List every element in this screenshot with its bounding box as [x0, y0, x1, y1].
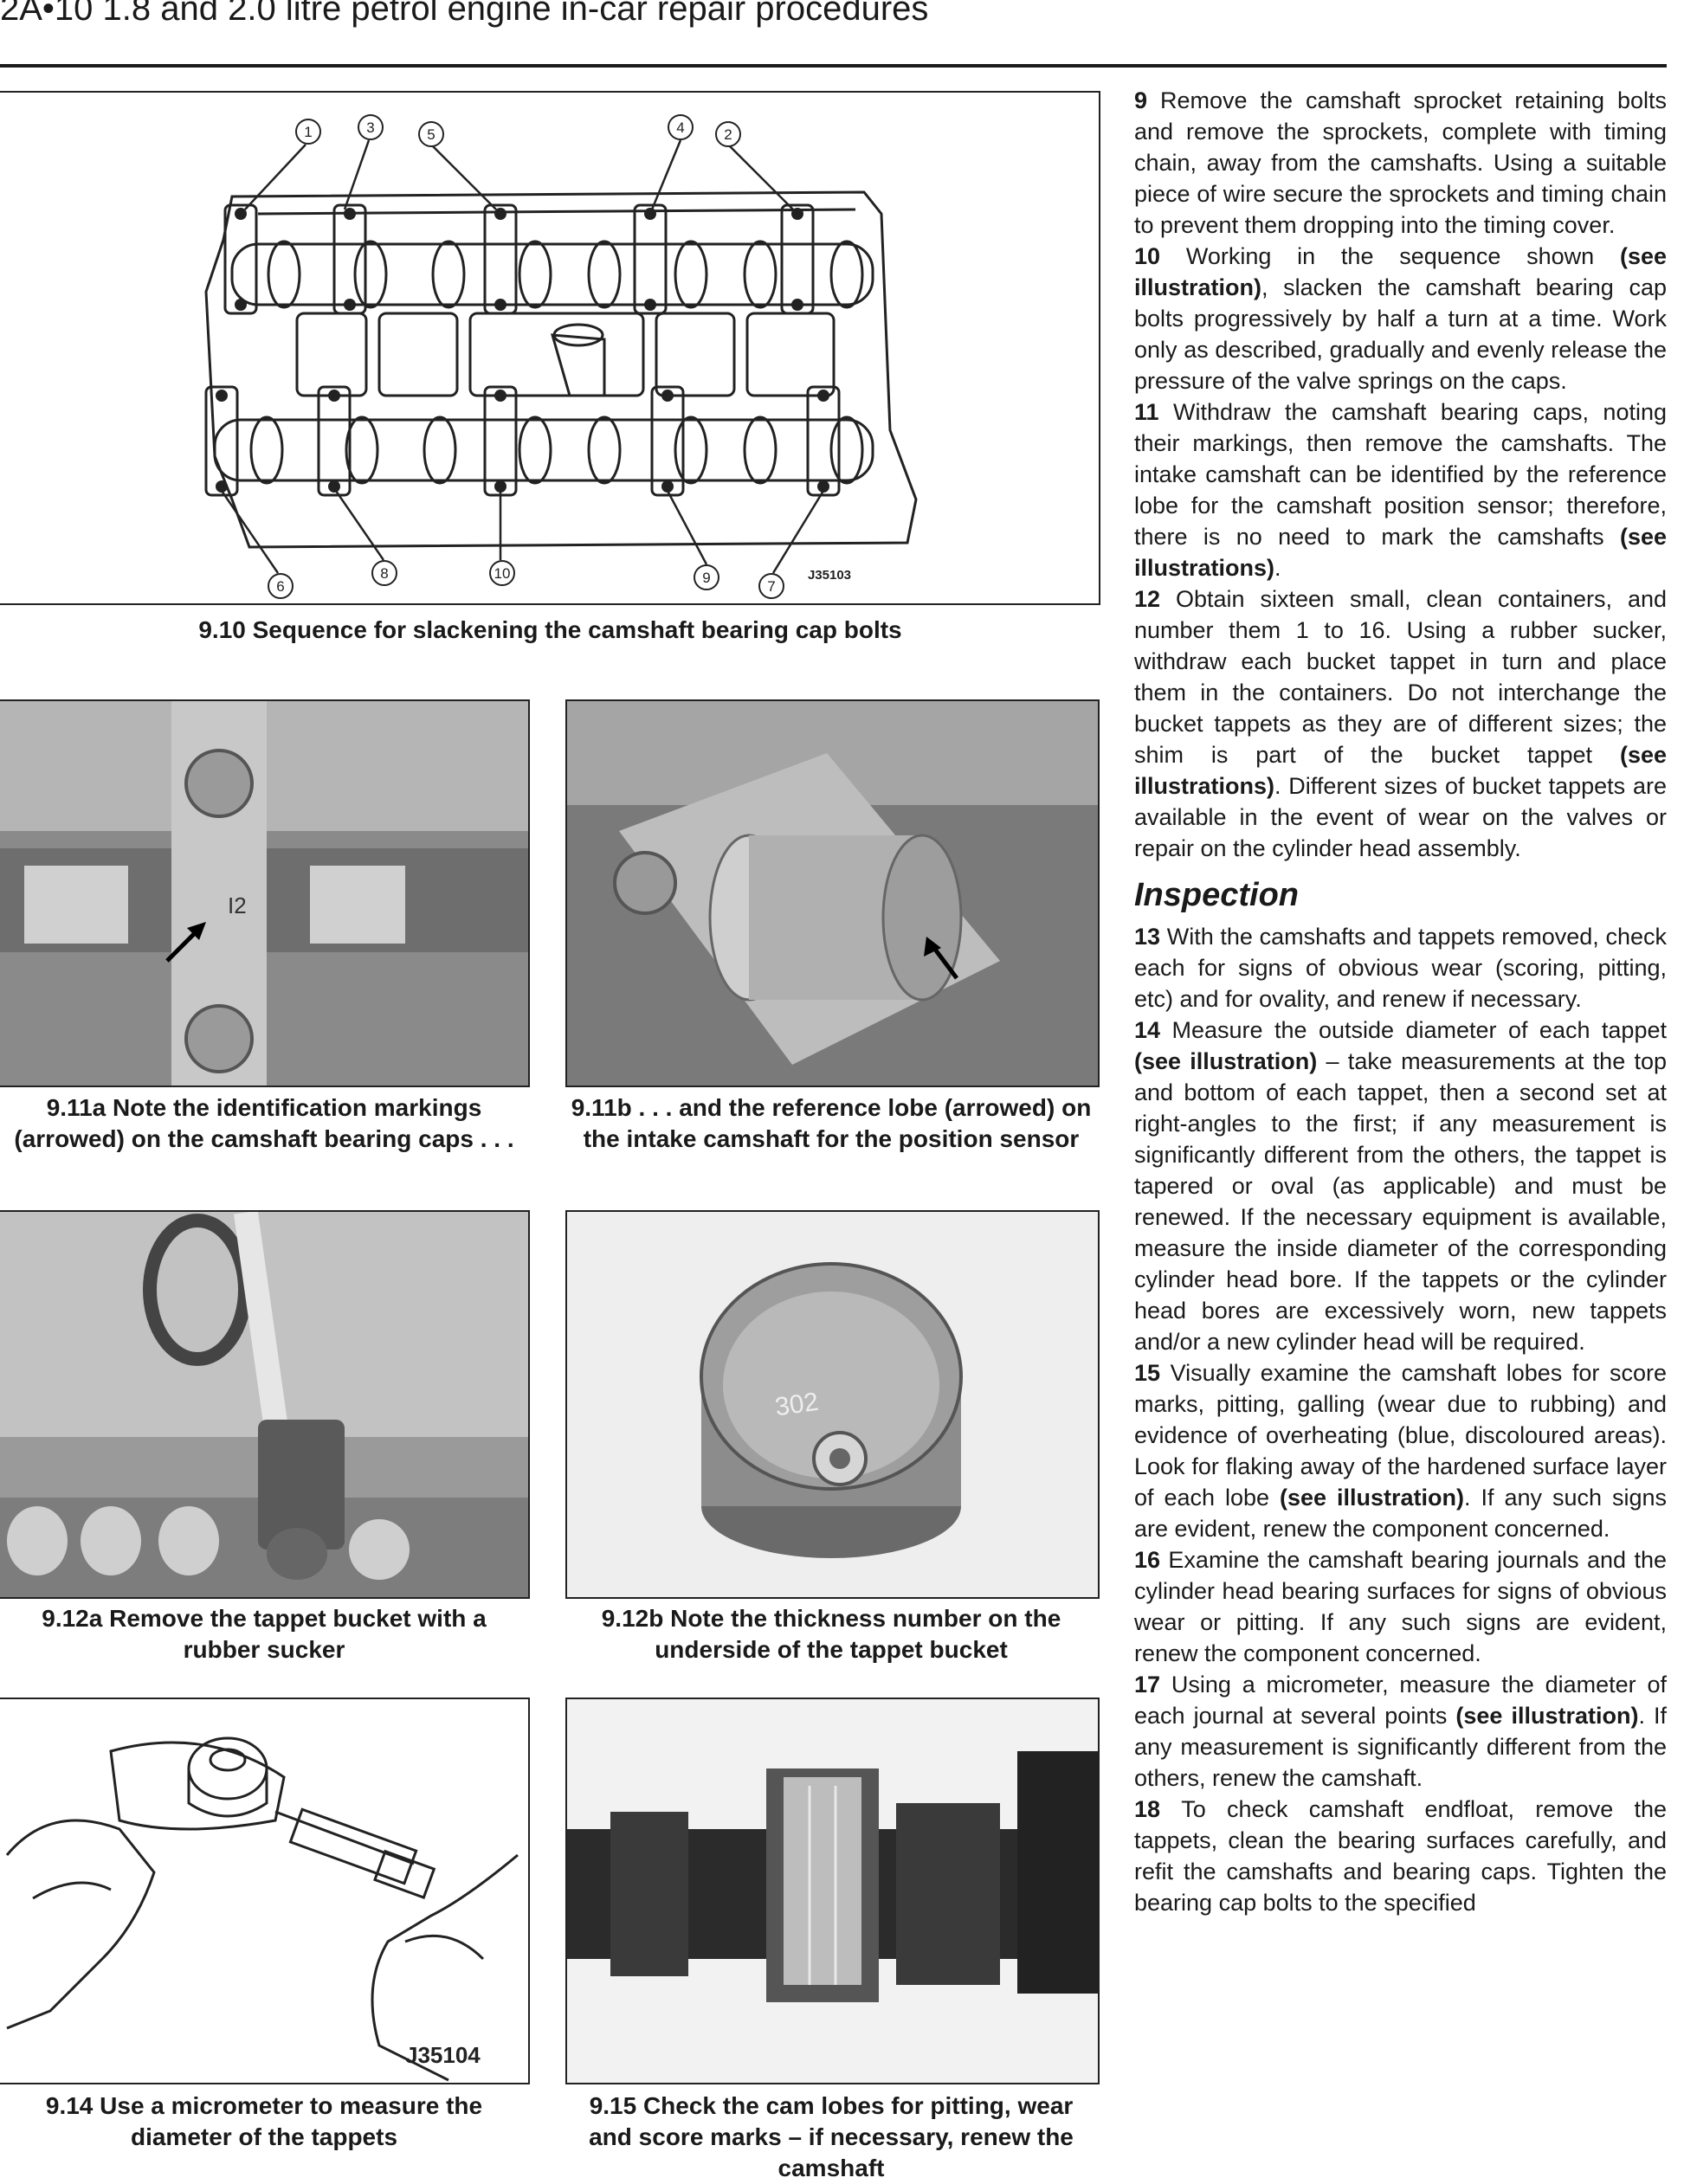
marking-i2: I2: [228, 892, 247, 918]
see-illustrations-ref: (see illustrations): [1134, 742, 1667, 799]
step-number-15: 15: [1134, 1360, 1161, 1386]
callout-5: 5: [427, 126, 435, 143]
figure-code-j35104: J35104: [405, 2042, 481, 2068]
see-illustrations-ref: (see illustrations): [1134, 524, 1667, 581]
figure-9-15-photo: [565, 1698, 1100, 2084]
step-text-15a: Visually examine the camshaft lobes for …: [1134, 1360, 1667, 1511]
callout-7: 7: [767, 578, 775, 595]
step-number-16: 16: [1134, 1547, 1161, 1573]
step-text-9: Remove the camshaft sprocket retaining b…: [1134, 87, 1667, 238]
step-number-12: 12: [1134, 586, 1161, 612]
page-header: 2A•10 1.8 and 2.0 litre petrol engine in…: [0, 0, 1667, 68]
see-illustration-ref: (see illustration): [1280, 1485, 1465, 1511]
step-text-17a: Using a micrometer, measure the diameter…: [1134, 1672, 1667, 1729]
paragraph-16: 16 Examine the camshaft bearing journals…: [1134, 1544, 1667, 1669]
procedure-text-column: 9 Remove the camshaft sprocket retaining…: [1134, 85, 1667, 1918]
step-text-17c: . If any measurement is significantly di…: [1134, 1703, 1667, 1791]
camshaft-bearing-cap-diagram: 1 3 5 4 2 6 8 10 9 7 J35103: [204, 114, 918, 599]
figure-9-10-diagram: 1 3 5 4 2 6 8 10 9 7 J35103: [0, 91, 1100, 605]
caption-9-10: 9.10 Sequence for slackening the camshaf…: [198, 616, 902, 643]
micrometer-diagram: J35104: [5, 1736, 519, 2082]
callout-10: 10: [494, 565, 511, 582]
callout-3: 3: [366, 119, 374, 136]
paragraph-11: 11 Withdraw the camshaft bearing caps, n…: [1134, 396, 1667, 583]
caption-9-14: 9.14 Use a micrometer to measure the dia…: [45, 2092, 483, 2150]
paragraph-14: 14 Measure the outside diameter of each …: [1134, 1015, 1667, 1357]
see-illustration-ref: (see illustration): [1134, 243, 1667, 300]
step-text-12c: . Different sizes of bucket tappets are …: [1134, 773, 1667, 861]
step-text-14a: Measure the outside diameter of each tap…: [1171, 1017, 1668, 1043]
paragraph-13: 13 With the camshafts and tappets remove…: [1134, 921, 1667, 1015]
step-text-11c: .: [1274, 555, 1281, 581]
callout-4: 4: [676, 119, 684, 136]
step-text-11a: Withdraw the camshaft bearing caps, noti…: [1134, 399, 1667, 550]
see-illustration-ref: (see illustration): [1134, 1048, 1318, 1074]
paragraph-17: 17 Using a micrometer, measure the diame…: [1134, 1669, 1667, 1794]
callout-2: 2: [724, 126, 732, 143]
step-number-18: 18: [1134, 1796, 1161, 1822]
step-number-11: 11: [1134, 399, 1159, 425]
paragraph-10: 10 Working in the sequence shown (see il…: [1134, 241, 1667, 396]
section-heading-inspection: Inspection: [1134, 877, 1300, 913]
callout-1: 1: [304, 124, 312, 140]
see-illustration-ref: (see illustration): [1455, 1703, 1639, 1729]
step-text-16: Examine the camshaft bearing journals an…: [1134, 1547, 1667, 1666]
figure-code-j35103: J35103: [808, 568, 851, 583]
caption-9-15: 9.15 Check the cam lobes for pitting, we…: [589, 2092, 1074, 2181]
thickness-number: 302: [773, 1388, 820, 1422]
callout-6: 6: [276, 578, 284, 595]
callout-8: 8: [380, 565, 388, 582]
paragraph-9: 9 Remove the camshaft sprocket retaining…: [1134, 85, 1667, 241]
step-text-13: With the camshafts and tappets removed, …: [1134, 924, 1667, 1012]
step-number-13: 13: [1134, 924, 1161, 950]
step-text-14c: – take measurements at the top and botto…: [1134, 1048, 1667, 1355]
step-number-17: 17: [1134, 1672, 1161, 1698]
caption-9-11a: 9.11a Note the identification markings (…: [14, 1094, 514, 1152]
paragraph-15: 15 Visually examine the camshaft lobes f…: [1134, 1357, 1667, 1544]
step-text-10a: Working in the sequence shown: [1185, 243, 1620, 269]
figure-9-14-diagram: J35104: [0, 1698, 530, 2084]
figure-9-12a-photo: [0, 1210, 530, 1599]
paragraph-18: 18 To check camshaft endfloat, remove th…: [1134, 1794, 1667, 1918]
caption-9-11b: 9.11b . . . and the reference lobe (arro…: [571, 1094, 1092, 1152]
step-text-18: To check camshaft endfloat, remove the t…: [1134, 1796, 1667, 1916]
step-text-15c: . If any such signs are evident, renew t…: [1134, 1485, 1667, 1542]
step-number-10: 10: [1134, 243, 1161, 269]
figure-9-11a-photo: I2: [0, 699, 530, 1087]
step-text-12a: Obtain sixteen small, clean containers, …: [1134, 586, 1667, 768]
paragraph-12: 12 Obtain sixteen small, clean container…: [1134, 583, 1667, 864]
figure-9-12b-photo: 302: [565, 1210, 1100, 1599]
callout-9: 9: [702, 570, 710, 586]
figure-9-11b-photo: [565, 699, 1100, 1087]
step-text-10c: , slacken the camshaft bearing cap bolts…: [1134, 274, 1667, 394]
caption-9-12b: 9.12b Note the thickness number on the u…: [601, 1605, 1061, 1663]
step-number-9: 9: [1134, 87, 1148, 113]
step-number-14: 14: [1134, 1017, 1161, 1043]
caption-9-12a: 9.12a Remove the tappet bucket with a ru…: [42, 1605, 487, 1663]
page-header-title: 2A•10 1.8 and 2.0 litre petrol engine in…: [0, 0, 929, 28]
